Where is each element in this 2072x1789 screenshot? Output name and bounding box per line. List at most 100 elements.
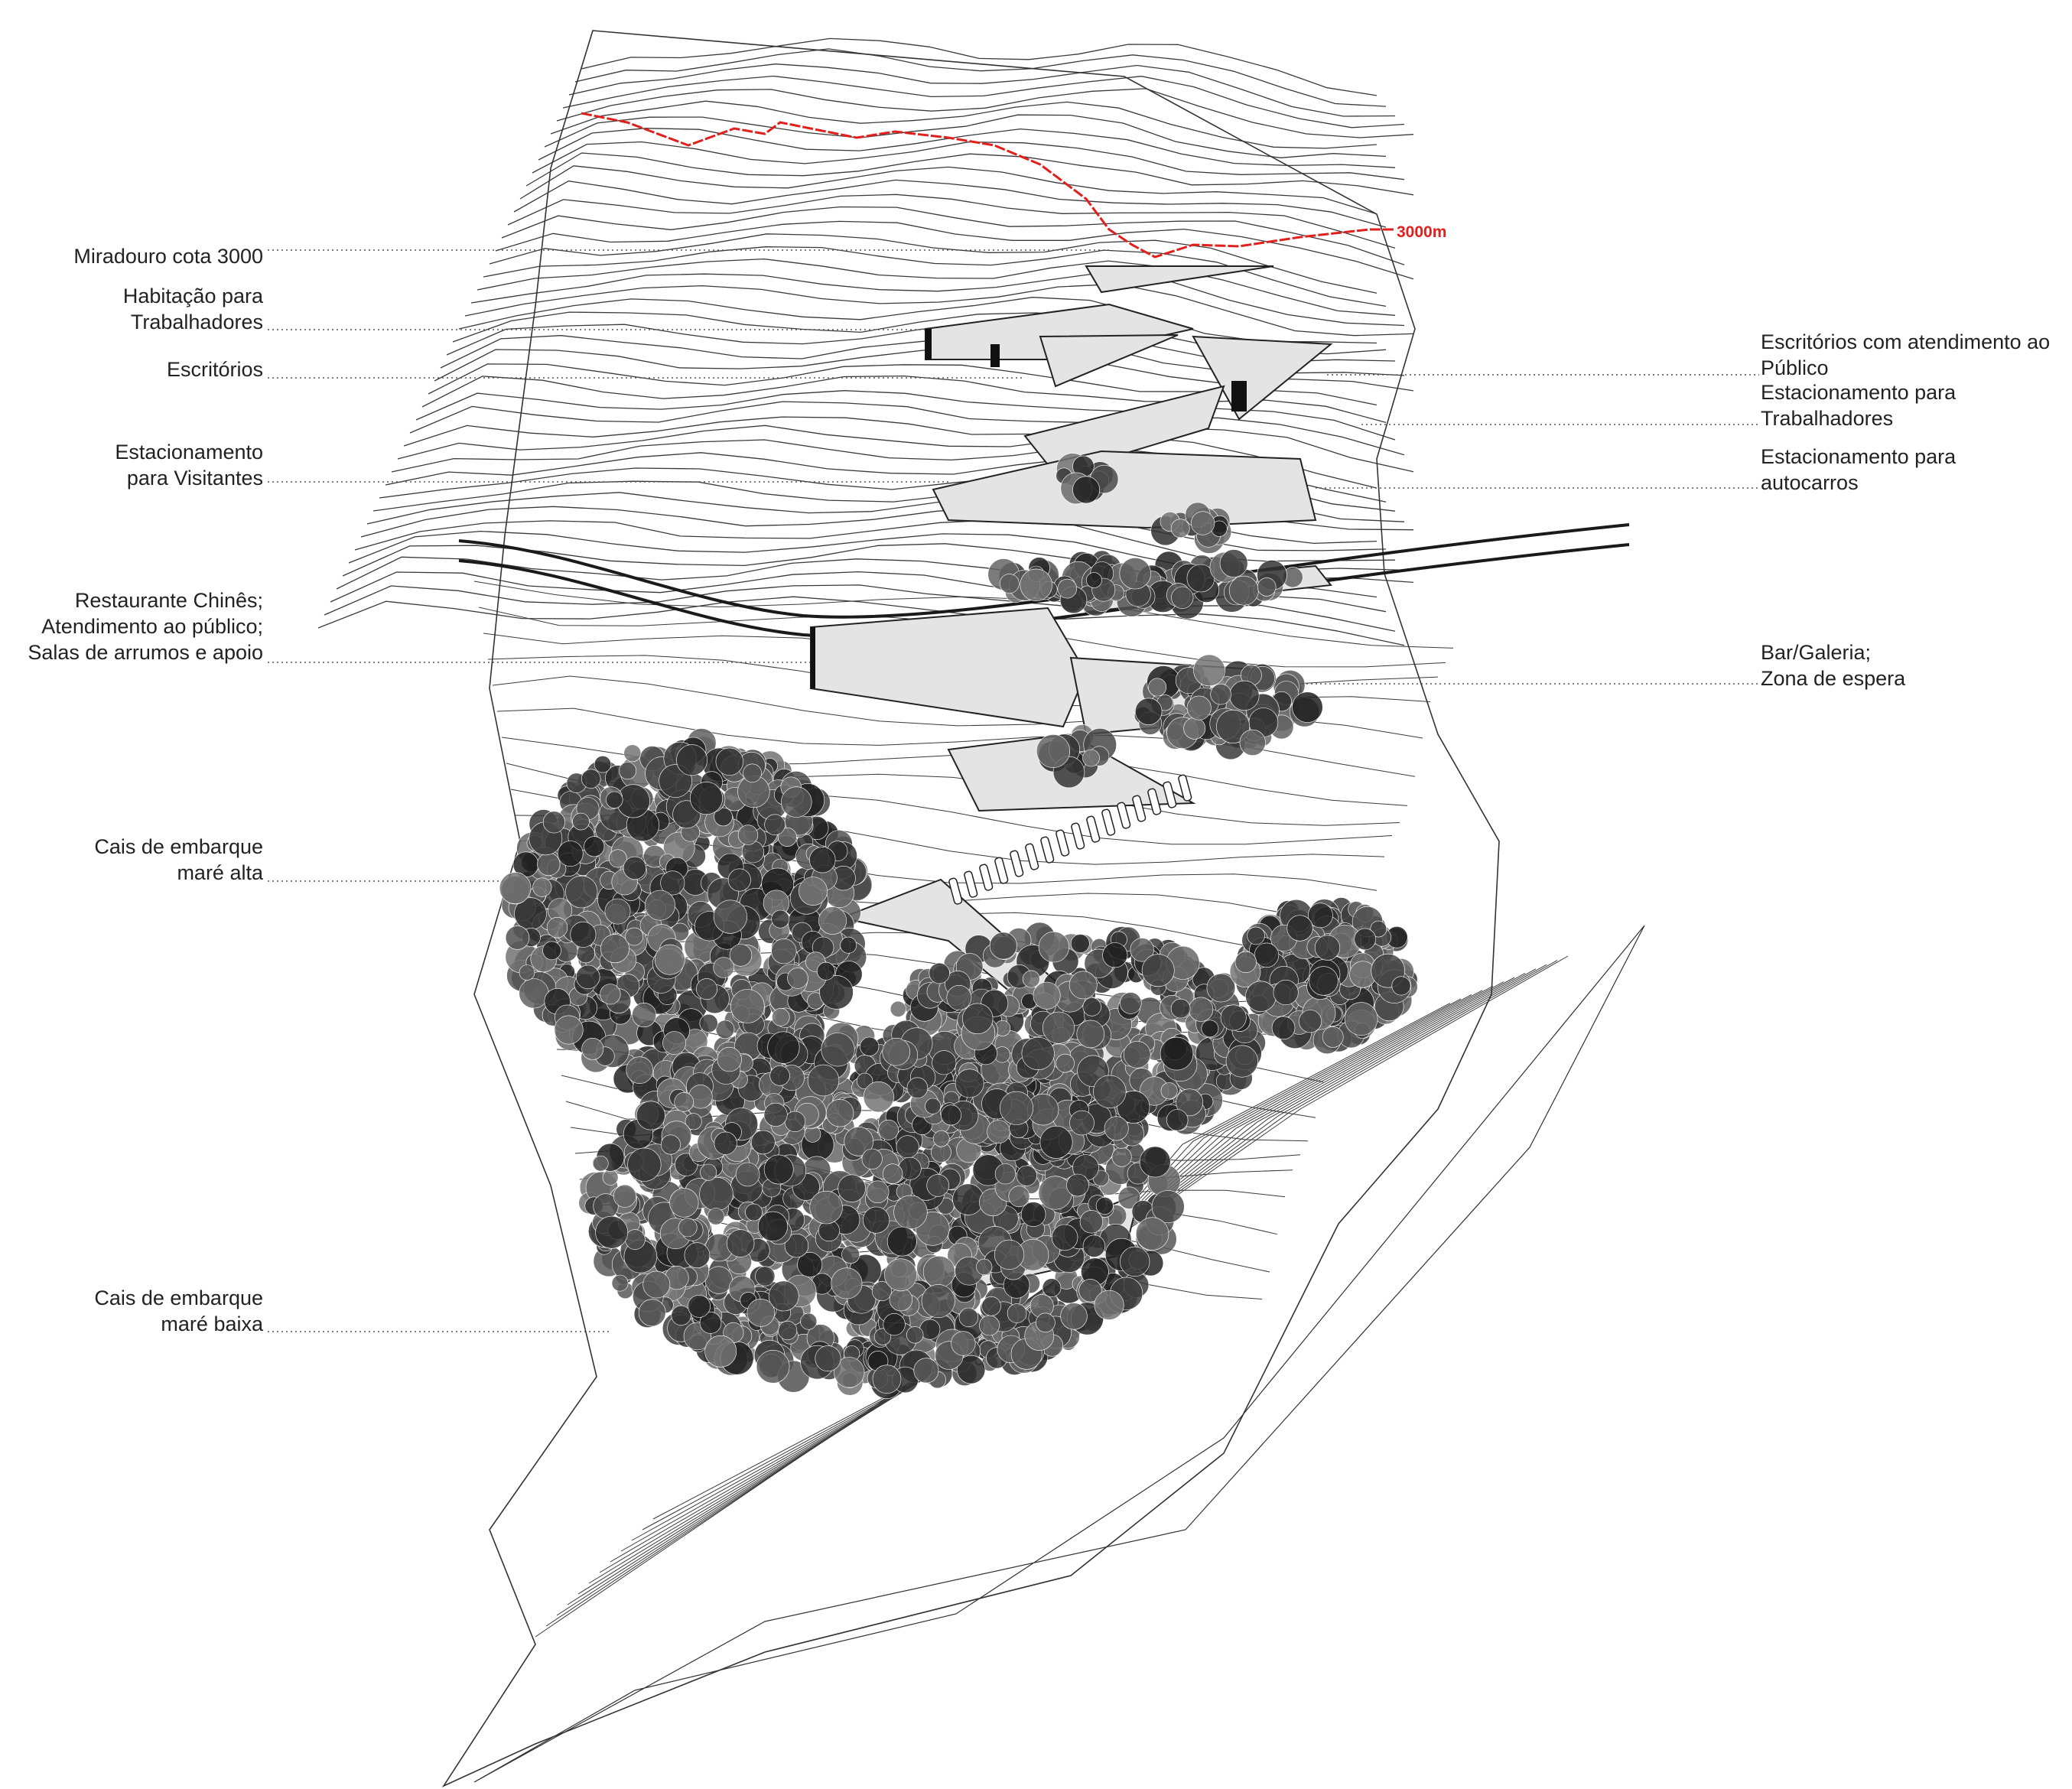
road-edge-north xyxy=(458,523,1630,619)
boat xyxy=(1040,836,1055,864)
tree xyxy=(886,1226,917,1257)
tree xyxy=(913,1358,939,1384)
tree xyxy=(557,841,584,867)
tree xyxy=(1117,1090,1150,1124)
tree xyxy=(882,1037,910,1066)
tree xyxy=(546,916,568,938)
tree xyxy=(799,877,828,906)
contour-line xyxy=(470,271,1405,327)
label-cais-baixa: Cais de embarque maré baixa xyxy=(94,1286,263,1335)
tree xyxy=(896,1135,919,1159)
tree xyxy=(856,1072,873,1089)
tree xyxy=(625,927,644,946)
tree xyxy=(1135,1217,1169,1251)
tree xyxy=(1254,942,1280,968)
tree xyxy=(699,1312,722,1334)
tree xyxy=(893,1195,928,1230)
boat xyxy=(948,877,963,905)
tree xyxy=(713,899,748,934)
tree xyxy=(1314,935,1341,961)
tree xyxy=(737,825,759,845)
tree xyxy=(1370,920,1387,938)
tree xyxy=(499,872,532,904)
tree xyxy=(987,1120,1011,1144)
tree xyxy=(1095,1197,1114,1215)
tree xyxy=(999,574,1020,594)
tree xyxy=(821,1033,855,1067)
tree xyxy=(1082,749,1100,767)
tree xyxy=(1076,1020,1105,1049)
tree xyxy=(807,1064,840,1097)
tree xyxy=(1299,1010,1322,1033)
tree xyxy=(1036,1312,1056,1333)
tree xyxy=(685,1113,702,1130)
label-estacionamento-visitantes: Estacionamento para Visitantes xyxy=(115,441,263,490)
tree xyxy=(866,1180,890,1204)
tree xyxy=(1130,938,1154,962)
tree xyxy=(863,1081,894,1113)
tree xyxy=(713,957,735,978)
tree xyxy=(660,870,685,896)
tree xyxy=(1022,970,1040,988)
tree xyxy=(1020,1202,1046,1227)
tree xyxy=(961,1003,994,1035)
tree xyxy=(841,1245,860,1264)
wall-accent xyxy=(1231,381,1247,411)
tree xyxy=(564,875,598,909)
tree xyxy=(958,1307,979,1328)
tree xyxy=(955,1069,984,1098)
tree xyxy=(1008,1186,1030,1208)
tree xyxy=(623,856,647,880)
label-restaurante: Restaurante Chinês; Atendimento ao públi… xyxy=(28,589,263,664)
tree xyxy=(581,769,601,789)
tree xyxy=(678,1218,698,1238)
tree xyxy=(542,811,565,834)
chinese-restaurant xyxy=(810,607,1088,728)
tree xyxy=(784,1233,809,1258)
contour-line xyxy=(544,114,1387,158)
tree xyxy=(1060,1303,1088,1330)
tree xyxy=(764,814,786,836)
tree xyxy=(1000,1091,1034,1125)
tree xyxy=(1038,1176,1072,1210)
tree xyxy=(1139,1146,1171,1178)
tree xyxy=(743,763,762,783)
tree xyxy=(704,1266,733,1294)
tree xyxy=(1292,691,1323,723)
tree xyxy=(662,1031,687,1056)
tree xyxy=(595,1215,629,1249)
tree xyxy=(1070,934,1090,954)
tree xyxy=(756,1350,790,1384)
tree xyxy=(771,938,797,964)
tree xyxy=(1038,931,1070,963)
label-bar-galeria: Bar/Galeria; Zona de espera xyxy=(1761,641,1906,690)
tree xyxy=(1057,578,1078,599)
tree xyxy=(797,1252,823,1278)
tree xyxy=(932,1130,950,1147)
elevation-line-path xyxy=(581,112,1396,259)
elevation-3000m-label: 3000m xyxy=(1397,223,1447,241)
tree xyxy=(1170,998,1191,1019)
tree xyxy=(755,1266,776,1286)
tree xyxy=(883,1312,906,1336)
tree xyxy=(922,1255,955,1288)
tree xyxy=(932,1050,957,1075)
tree xyxy=(645,890,675,921)
tree xyxy=(537,852,561,877)
tree xyxy=(979,1315,1000,1336)
tree xyxy=(1193,654,1225,687)
tree xyxy=(623,744,642,763)
tree xyxy=(1354,928,1376,951)
tree xyxy=(781,786,812,818)
boat xyxy=(1163,781,1177,808)
tree xyxy=(505,925,530,950)
boat xyxy=(1101,808,1116,836)
tree xyxy=(519,964,535,981)
tree xyxy=(1151,1190,1185,1224)
tree xyxy=(714,1131,737,1155)
wall-accent xyxy=(925,329,932,359)
contour-line xyxy=(489,233,1378,294)
tree xyxy=(608,849,627,868)
tree xyxy=(815,1345,841,1372)
tree xyxy=(676,744,708,776)
